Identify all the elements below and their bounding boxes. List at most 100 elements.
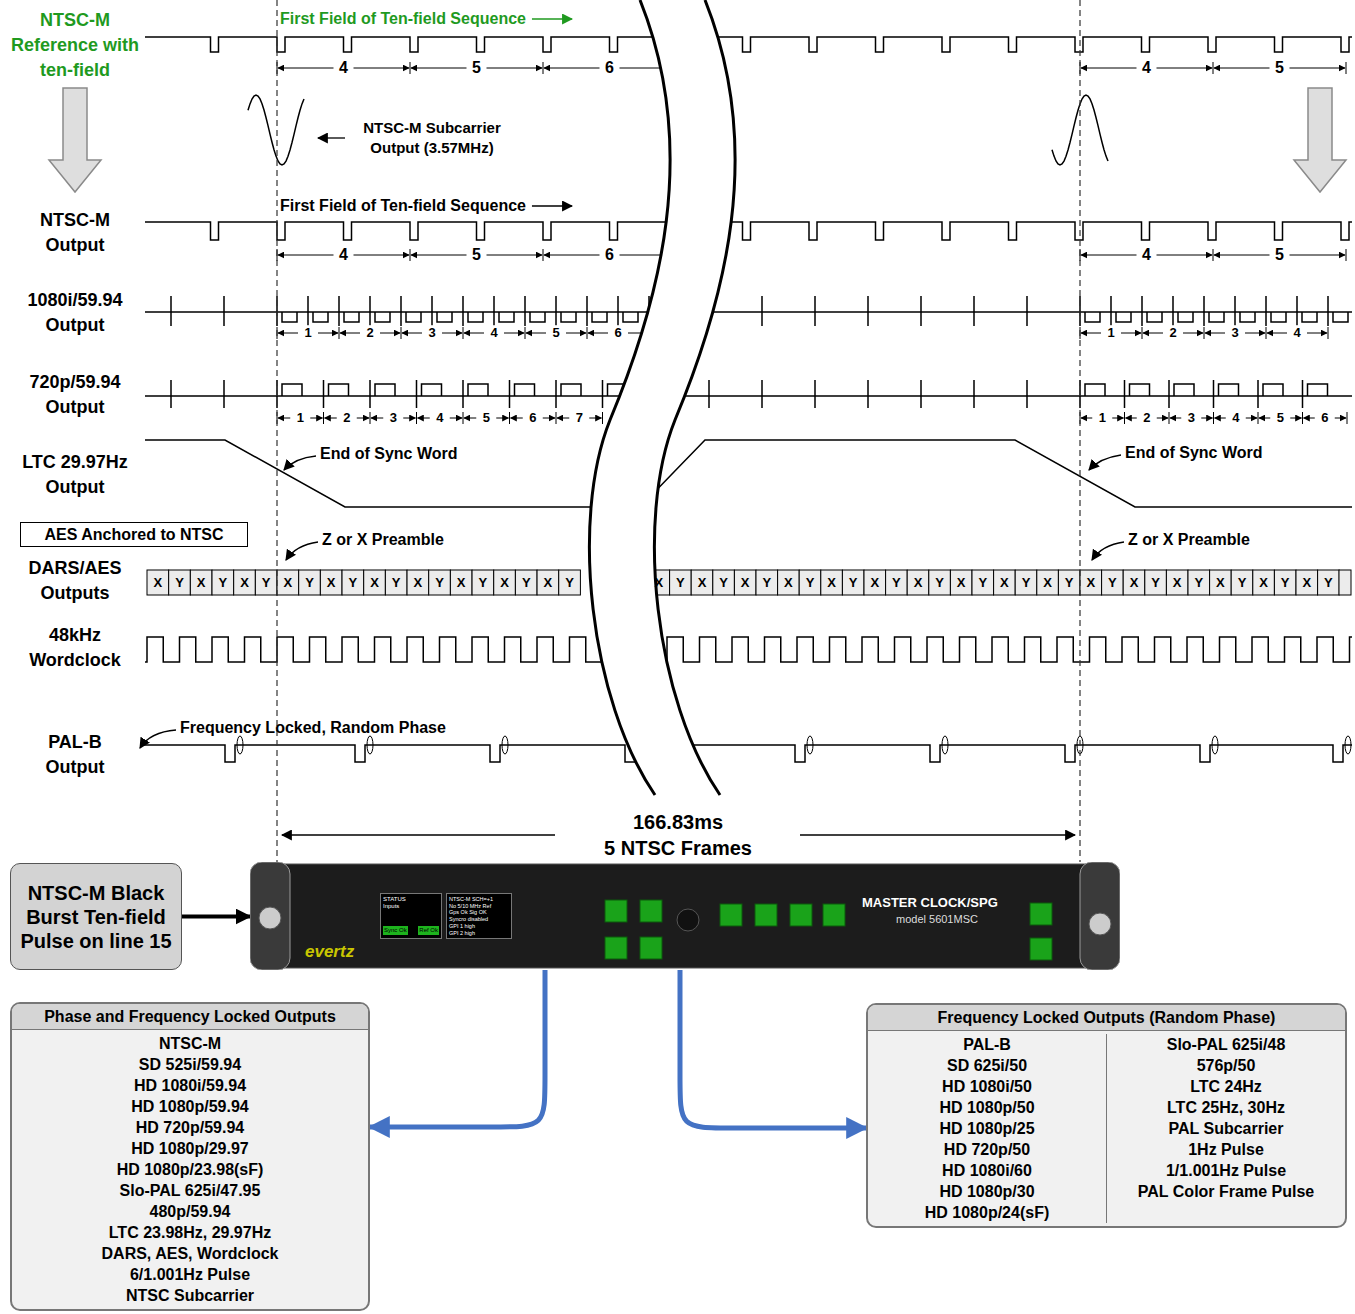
connector-arrow	[680, 970, 866, 1128]
aes-subframe-cell	[1318, 570, 1340, 595]
panel-button	[605, 937, 627, 959]
list-item: HD 1080i/60	[868, 1160, 1106, 1181]
signal-name: 1080i/59.94 Output	[5, 288, 145, 338]
aes-subframe-cell	[756, 570, 778, 595]
interval-arrow	[1215, 418, 1226, 419]
list-item: HD 1080p/29.97	[12, 1138, 368, 1159]
signal-name: PAL-B Output	[30, 730, 120, 780]
list-item: LTC 25Hz, 30Hz	[1107, 1097, 1345, 1118]
interval-tick	[1213, 249, 1214, 261]
callout-arrow	[140, 730, 176, 748]
field-number: 4	[338, 245, 349, 264]
aes-subframe-label: Y	[1281, 575, 1290, 591]
aes-subframe-cell	[972, 570, 994, 595]
list-column: NTSC-MSD 525i/59.94HD 1080i/59.94HD 1080…	[12, 1033, 368, 1306]
interval-arrow	[278, 333, 298, 334]
interval-arrow	[325, 418, 337, 419]
wordclock-wave	[145, 637, 1352, 662]
interval-arrow	[1246, 418, 1257, 419]
aes-subframe-cell	[472, 570, 494, 595]
interval-arrow	[543, 418, 555, 419]
interval-tick	[416, 412, 417, 424]
interval-tick	[509, 412, 510, 424]
interval-arrow	[403, 418, 415, 419]
screen-text: STATUS Inputs	[383, 896, 413, 910]
field-number: 5	[1274, 245, 1285, 264]
interval-tick	[1124, 412, 1125, 424]
list-item: Slo-PAL 625i/47.95	[12, 1180, 368, 1201]
break-line	[589, 0, 670, 795]
connector-arrow	[182, 915, 250, 919]
frame-number: 6	[528, 410, 537, 426]
control-knob	[677, 909, 699, 931]
interval-arrow	[411, 68, 467, 69]
interval-arrow	[357, 418, 369, 419]
list-item: 576p/50	[1107, 1055, 1345, 1076]
interval-arrow	[1267, 333, 1287, 334]
interval-tick	[1266, 327, 1267, 339]
aes-subframe-cell	[670, 570, 692, 595]
aes-subframe-label: X	[414, 575, 423, 591]
interval-tick	[1213, 412, 1214, 424]
panel-button	[1030, 903, 1052, 925]
interval-arrow	[526, 333, 546, 334]
ntsc-reference-wave	[145, 37, 1352, 52]
field-number: 5	[471, 58, 482, 77]
interval-tick	[370, 412, 371, 424]
connector-arrow	[370, 970, 545, 1127]
list-item: 6/1.001Hz Pulse	[12, 1264, 368, 1285]
aes-subframe-label: Y	[849, 575, 858, 591]
aes-subframe-label: Y	[1238, 575, 1247, 591]
aes-subframe-label: X	[827, 575, 836, 591]
interval-tick	[1347, 412, 1348, 424]
aes-subframe-cell	[407, 570, 429, 595]
frame-number: 5	[482, 410, 491, 426]
aes-subframe-cell	[734, 570, 756, 595]
list-item: NTSC-M	[12, 1033, 368, 1054]
interval-tick	[556, 412, 557, 424]
aes-subframe-cell	[320, 570, 342, 595]
aes-subframe-label: X	[1259, 575, 1268, 591]
interval-tick	[543, 62, 544, 74]
aes-subframe-cell	[385, 570, 407, 595]
callout-arrow	[284, 456, 316, 470]
dimension-line	[282, 834, 555, 836]
aes-subframe-label: X	[698, 575, 707, 591]
device-label: model 5601MSC	[896, 913, 978, 925]
interval-arrow	[354, 68, 410, 69]
interval-arrow	[1245, 333, 1265, 334]
interval-arrow	[278, 255, 334, 256]
interval-arrow	[418, 418, 430, 419]
aes-subframe-cell	[169, 570, 191, 595]
box-label: AES Anchored to NTSC	[45, 526, 224, 544]
aes-subframe-label: X	[457, 575, 466, 591]
callout-arrow	[286, 542, 318, 560]
field-number: 4	[338, 58, 349, 77]
aes-subframe-label: Y	[762, 575, 771, 591]
frame-number: 4	[1231, 410, 1240, 426]
aes-subframe-label: Y	[935, 575, 944, 591]
interval-tick	[1169, 412, 1170, 424]
panel-button	[640, 937, 662, 959]
hd-720p-wave	[145, 380, 1352, 408]
frame-number: 3	[427, 325, 436, 341]
interval-tick	[1142, 327, 1143, 339]
screen-text: GPI 2 high	[449, 930, 509, 937]
aes-subframe-cell	[277, 570, 299, 595]
annotation: NTSC-M Subcarrier Output (3.57MHz)	[342, 118, 522, 158]
aes-subframe-label: Y	[806, 575, 815, 591]
frame-number: 4	[489, 325, 498, 341]
front-panel	[278, 864, 1092, 968]
field-number: 4	[1141, 245, 1152, 264]
list-body: NTSC-MSD 525i/59.94HD 1080i/59.94HD 1080…	[12, 1030, 368, 1309]
subcarrier-wave	[248, 95, 304, 165]
interval-tick	[323, 412, 324, 424]
annotation: Frequency Locked, Random Phase	[180, 718, 446, 737]
colour-burst	[502, 736, 508, 754]
list-item: HD 1080p/50	[868, 1097, 1106, 1118]
interval-arrow	[1081, 68, 1137, 69]
aes-subframe-cell	[994, 570, 1016, 595]
interval-arrow	[1081, 255, 1137, 256]
list-item: HD 1080i/59.94	[12, 1075, 368, 1096]
output-list-box: Frequency Locked Outputs (Random Phase)P…	[866, 1003, 1347, 1228]
